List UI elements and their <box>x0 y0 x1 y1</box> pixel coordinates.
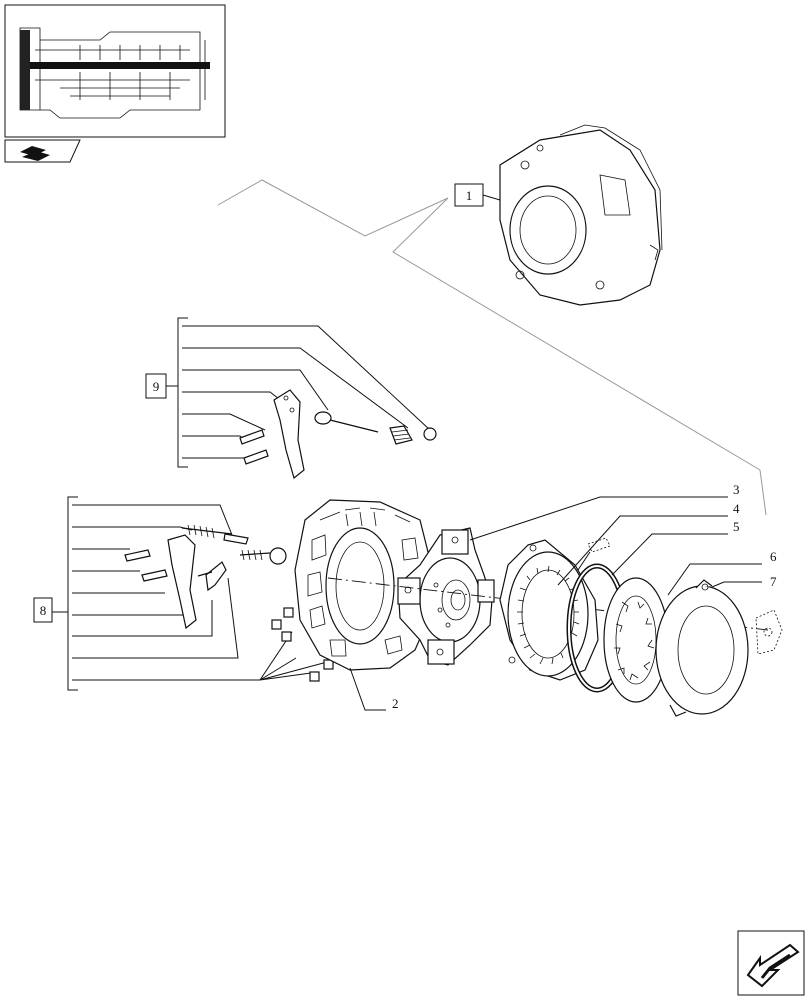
callout-4-label: 4 <box>733 501 740 516</box>
callout-7-label: 7 <box>770 574 777 589</box>
group-8-parts <box>124 524 334 682</box>
next-page-arrow-icon[interactable] <box>737 930 805 996</box>
callout-5-label: 5 <box>733 519 740 534</box>
callout-2: 2 <box>349 667 399 711</box>
callout-5: 5 <box>611 519 740 576</box>
callout-1: 1 <box>454 183 501 207</box>
release-fork-stub <box>755 609 783 655</box>
friction-plate <box>499 539 599 681</box>
catalog-book-icon[interactable] <box>4 139 81 163</box>
callout-4: 4 <box>557 501 740 586</box>
thumbnail-panel[interactable] <box>4 4 226 138</box>
callout-6-label: 6 <box>770 549 777 564</box>
group-9-bracket: 9 <box>145 317 431 468</box>
pressure-plate-housing <box>499 124 663 306</box>
callout-3-label: 3 <box>733 482 740 497</box>
callout-6: 6 <box>667 549 777 596</box>
group-9-parts <box>239 389 437 480</box>
leader-lines <box>217 179 767 516</box>
group-8-bracket: 8 <box>33 496 343 691</box>
pressure-plate <box>655 579 749 717</box>
callout-1-label: 1 <box>466 188 473 203</box>
transmission-section-thumbnail <box>19 27 210 119</box>
callout-8-label: 8 <box>40 603 47 618</box>
callout-9-label: 9 <box>153 379 160 394</box>
clutch-cover <box>294 499 431 671</box>
callout-2-label: 2 <box>392 696 399 711</box>
callout-3: 3 <box>469 482 740 541</box>
callout-7: 7 <box>711 574 777 589</box>
